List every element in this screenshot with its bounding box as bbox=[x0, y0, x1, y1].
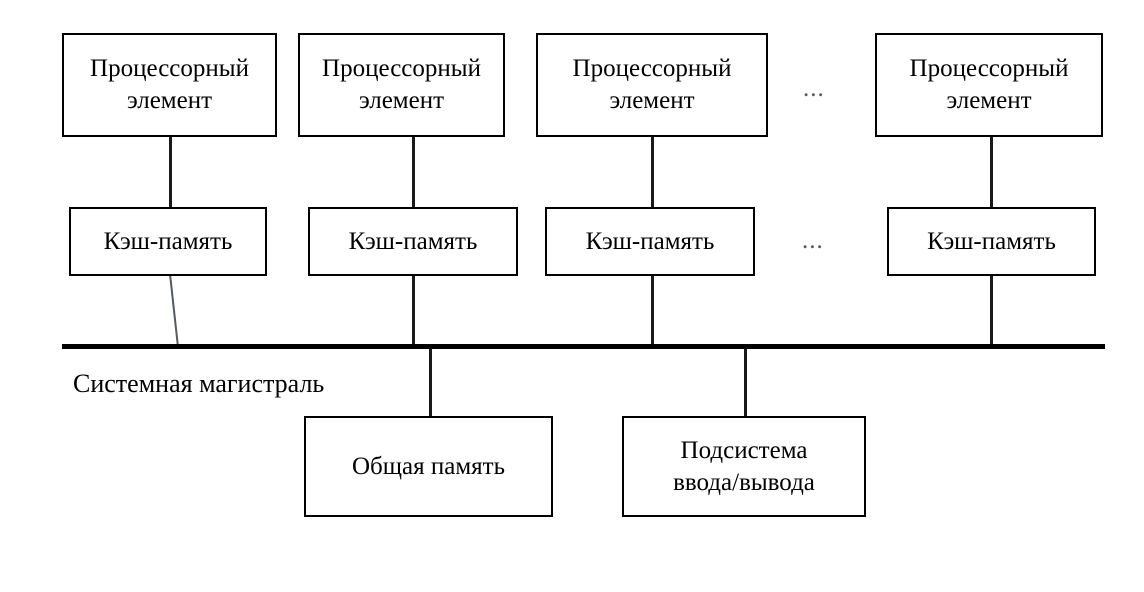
processing-element-ellipsis: ... bbox=[803, 75, 825, 102]
connector-cache1-bus bbox=[169, 273, 179, 348]
connector-cache3-bus bbox=[651, 274, 654, 347]
connector-cache2-bus bbox=[412, 274, 415, 347]
connector-pe2-cache2 bbox=[412, 137, 415, 207]
cache-label: Кэш-память bbox=[103, 227, 233, 255]
shared-memory-label-line1: Общая память bbox=[352, 452, 505, 480]
cache-label: Кэш-память bbox=[348, 227, 478, 255]
processing-element-label-line2: элемент bbox=[358, 87, 445, 114]
system-bus-label: Системная магистраль bbox=[73, 369, 325, 398]
processing-element-box-2: Процессорный элемент bbox=[298, 33, 505, 137]
system-bus-line bbox=[62, 344, 1105, 349]
connector-cache4-bus bbox=[990, 274, 993, 347]
shared-memory-box: Общая память bbox=[304, 416, 553, 517]
processing-element-box-3: Процессорный элемент bbox=[536, 33, 768, 137]
connector-pe1-cache1 bbox=[169, 137, 172, 207]
io-subsystem-box: Подсистема ввода/вывода bbox=[622, 416, 866, 517]
processing-element-box-4: Процессорный элемент bbox=[875, 33, 1103, 137]
cache-box-4: Кэш-память bbox=[887, 207, 1096, 276]
cache-box-1: Кэш-память bbox=[69, 207, 267, 276]
cache-box-3: Кэш-память bbox=[545, 207, 755, 276]
connector-pe4-cache4 bbox=[990, 137, 993, 207]
connector-bus-shared-memory bbox=[429, 347, 432, 417]
connector-bus-io-subsystem bbox=[744, 347, 747, 417]
processing-element-label-line2: элемент bbox=[126, 87, 213, 114]
io-subsystem-label-line1: Подсистема bbox=[680, 436, 808, 464]
cache-box-2: Кэш-память bbox=[308, 207, 518, 276]
processing-element-label-line1: Процессорный bbox=[90, 55, 249, 82]
processing-element-box-1: Процессорный элемент bbox=[62, 33, 277, 137]
cache-label: Кэш-память bbox=[927, 227, 1056, 255]
connector-pe3-cache3 bbox=[651, 137, 654, 207]
processing-element-label-line1: Процессорный bbox=[909, 55, 1069, 82]
cache-label: Кэш-память bbox=[585, 227, 715, 255]
processing-element-label-line2: элемент bbox=[946, 87, 1032, 114]
processing-element-label-line1: Процессорный bbox=[322, 55, 481, 82]
cache-ellipsis: ... bbox=[802, 227, 824, 254]
processing-element-label-line1: Процессорный bbox=[572, 55, 732, 82]
io-subsystem-label-line2: ввода/вывода bbox=[673, 468, 815, 496]
processing-element-label-line2: элемент bbox=[609, 87, 695, 114]
